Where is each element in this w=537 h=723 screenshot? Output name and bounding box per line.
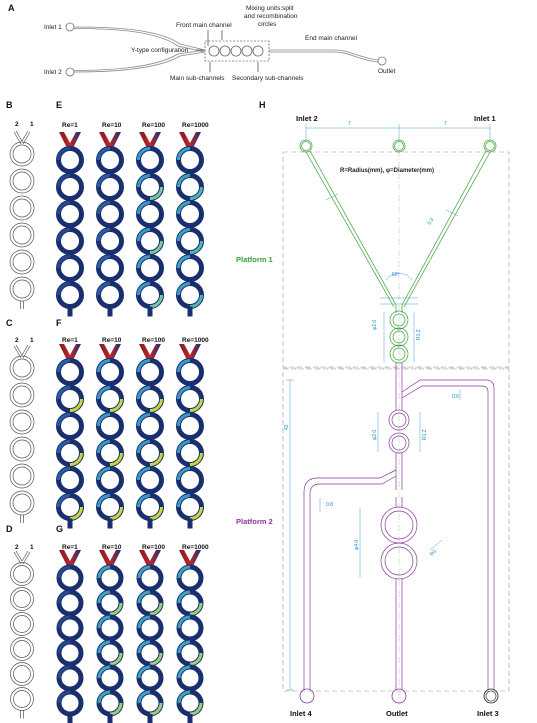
svg-text:Re=1000: Re=1000	[182, 544, 209, 551]
sim-f-col-2	[96, 344, 124, 529]
inlet-2-circle	[65, 67, 75, 77]
svg-text:Re=1: Re=1	[62, 337, 78, 344]
svg-text:φ4.0: φ4.0	[354, 540, 360, 550]
sim-g-col-3	[136, 550, 164, 723]
svg-text:7: 7	[348, 121, 351, 127]
panel-h: 7 7 60° φ2.0 R1.2 0.3	[236, 114, 510, 718]
sim-e-col-3	[136, 132, 164, 317]
svg-text:R3: R3	[429, 548, 438, 557]
outline-c	[9, 344, 35, 523]
sim-f-col-1	[56, 344, 84, 529]
svg-text:Re=100: Re=100	[142, 337, 165, 344]
h-outlet-label: Outlet	[386, 709, 408, 718]
panel-label-h: H	[259, 100, 266, 110]
outline-d	[10, 550, 34, 719]
panel-label-b: B	[6, 100, 13, 110]
h-port-circles	[299, 688, 499, 704]
svg-text:Re=10: Re=10	[102, 544, 122, 551]
end-main-channel	[269, 49, 379, 61]
h-platform1-label: Platform 1	[236, 255, 273, 264]
svg-text:φ2.0: φ2.0	[372, 430, 378, 440]
channel-top	[73, 26, 206, 51]
svg-text:Re=1: Re=1	[62, 122, 78, 129]
sim-f-col-4	[176, 344, 204, 529]
sim-e-col-1	[56, 132, 84, 317]
svg-text:Re=100: Re=100	[142, 544, 165, 551]
re-labels-f: Re=1 Re=10 Re=100 Re=1000	[62, 337, 209, 344]
platform1-frame	[282, 151, 510, 368]
sim-f-col-3	[136, 344, 164, 529]
a-outlet-label: Outlet	[378, 68, 396, 75]
panel-label-f: F	[56, 318, 62, 328]
svg-text:1: 1	[30, 337, 34, 344]
inlet-numbers: 2 1 2 1 2 1	[15, 121, 34, 551]
svg-text:60°: 60°	[392, 272, 400, 278]
a-mixing-line3: circles	[258, 21, 277, 28]
inlet-1-circle	[65, 22, 75, 32]
svg-text:φ2.0: φ2.0	[372, 320, 378, 330]
h-platform2-label: Platform 2	[236, 517, 273, 526]
sim-g-col-2	[96, 550, 124, 723]
mixing-units-box	[204, 40, 270, 62]
platform2-dimension-values: 42 φ2.0 R1.2 φ4.0 R3 0.8 0.6	[284, 394, 459, 557]
svg-text:1: 1	[30, 544, 34, 551]
panel-label-e: E	[56, 100, 62, 110]
a-end-main-label: End main channel	[305, 35, 358, 42]
a-mixing-line2: and recombination	[244, 13, 298, 20]
panel-a: A Inlet 1 Inlet 2 Front main channel Mix…	[8, 3, 396, 82]
svg-text:R1.2: R1.2	[416, 329, 422, 340]
svg-text:Re=100: Re=100	[142, 122, 165, 129]
panel-label-c: C	[6, 318, 13, 328]
panel-label-a: A	[8, 3, 15, 13]
svg-text:0.8: 0.8	[326, 502, 333, 508]
a-y-type-label: Y-type configuration	[131, 47, 189, 54]
sim-e-col-4	[176, 132, 204, 317]
svg-text:1: 1	[30, 121, 34, 128]
a-front-main-label: Front main channel	[176, 22, 232, 29]
svg-text:Re=10: Re=10	[102, 122, 122, 129]
simulation-columns	[56, 132, 204, 723]
h-legend: R=Radius(mm), φ=Diameter(mm)	[340, 168, 434, 174]
platform1-dimension-values: 7 7 60° φ2.0 R1.2 0.3	[348, 121, 447, 340]
outlet-circle	[377, 56, 387, 66]
channel-bottom	[73, 51, 206, 73]
mixing-circles	[208, 45, 264, 57]
re-labels-g: Re=1 Re=10 Re=100 Re=1000	[62, 544, 209, 551]
svg-text:2: 2	[15, 544, 19, 551]
svg-text:R1.2: R1.2	[422, 429, 428, 440]
svg-text:0.3: 0.3	[427, 217, 436, 226]
svg-text:42: 42	[284, 424, 290, 430]
h-inlet4-label: Inlet 4	[290, 709, 313, 718]
platform1-dimensions	[305, 124, 491, 362]
platform2-dimensions	[286, 379, 461, 691]
sim-g-col-1	[56, 550, 84, 723]
a-main-sub-label: Main sub-channels	[170, 75, 225, 82]
channel-top-inner	[73, 28, 206, 53]
svg-text:Re=10: Re=10	[102, 337, 122, 344]
svg-text:2: 2	[15, 337, 19, 344]
svg-text:0.6: 0.6	[452, 394, 459, 400]
svg-text:Re=1000: Re=1000	[182, 122, 209, 129]
sim-e-col-2	[96, 132, 124, 317]
svg-text:Re=1: Re=1	[62, 544, 78, 551]
a-inlet1-label: Inlet 1	[44, 24, 62, 31]
a-inlet2-label: Inlet 2	[44, 69, 62, 76]
a-mixing-line1: Mixing units:split	[246, 5, 294, 12]
platform2-channels	[303, 363, 495, 690]
re-labels-e: Re=1 Re=10 Re=100 Re=1000	[62, 122, 209, 129]
panel-label-d: D	[6, 524, 13, 534]
svg-text:Re=1000: Re=1000	[182, 337, 209, 344]
a-secondary-sub-label: Secondary sub-channels	[232, 75, 304, 82]
channel-bottom-inner	[73, 49, 206, 71]
h-inlet1-label: Inlet 1	[474, 114, 496, 123]
h-inlet3-label: Inlet 3	[477, 709, 499, 718]
geometry-outlines	[9, 130, 35, 719]
outline-b	[9, 130, 35, 309]
svg-text:7: 7	[444, 121, 447, 127]
svg-text:2: 2	[15, 121, 19, 128]
h-inlet2-label: Inlet 2	[296, 114, 318, 123]
panel-label-g: G	[56, 524, 63, 534]
sim-g-col-4	[176, 550, 204, 723]
